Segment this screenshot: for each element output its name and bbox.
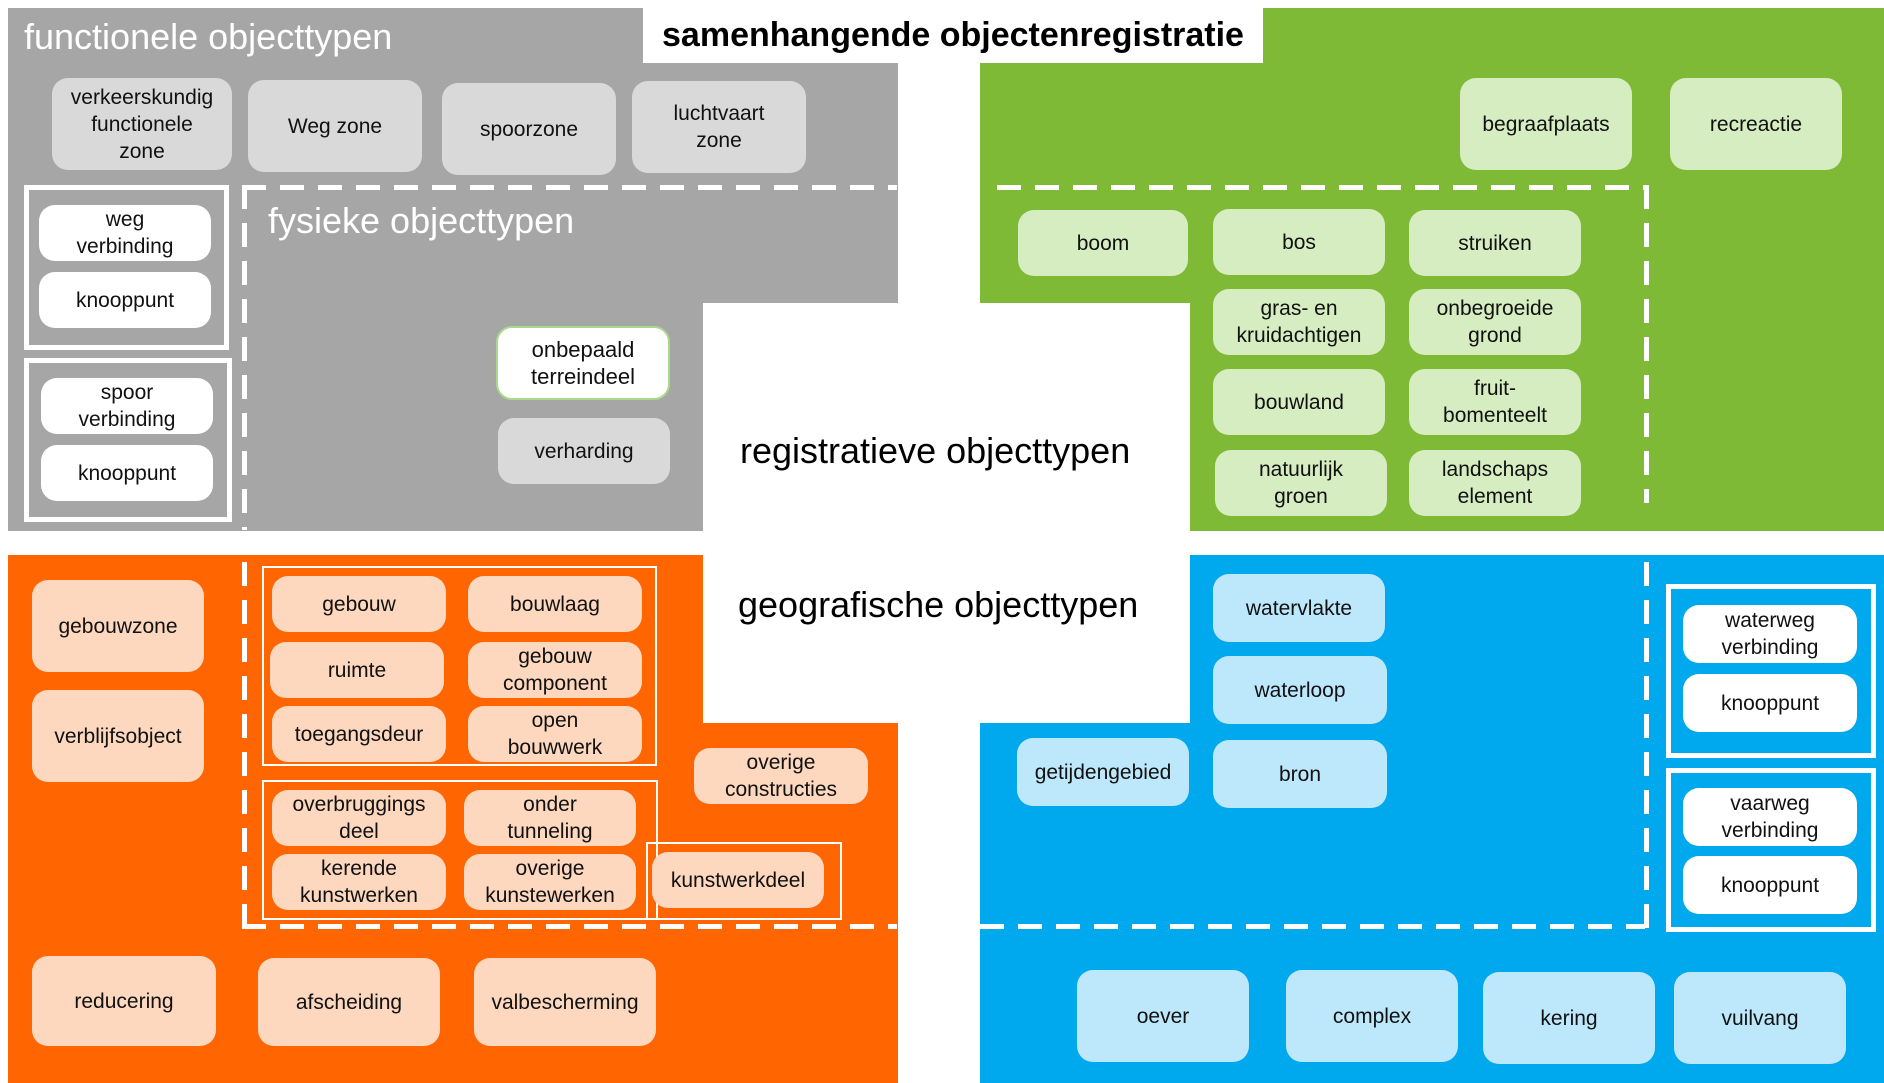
begraafplaats-box: begraafplaats (1460, 78, 1632, 170)
spoor-knooppunt-box: knooppunt (41, 445, 213, 501)
landschaps-element-box: landschaps element (1409, 450, 1581, 516)
verkeerskundig-zone-box: verkeerskundig functionele zone (52, 78, 232, 170)
bos-box: bos (1213, 209, 1385, 275)
weg-verbinding-box: weg verbinding (39, 205, 211, 261)
waterweg-network-frame (1666, 584, 1876, 758)
verblijfsobject-box: verblijfsobject (32, 690, 204, 782)
afscheiding-box: afscheiding (258, 958, 440, 1046)
onder-tunneling-box: onder tunneling (464, 790, 636, 846)
physical-boundary-right-top (1644, 185, 1649, 503)
spoorzone-box: spoorzone (442, 83, 616, 175)
waterloop-box: waterloop (1213, 656, 1387, 724)
gebouw-box: gebouw (272, 576, 446, 632)
waterweg-verbinding-box: waterweg verbinding (1683, 605, 1857, 663)
weg-network-frame (24, 185, 229, 350)
overige-constructies-box: overige constructies (694, 748, 868, 804)
luchtvaart-zone-box: luchtvaart zone (632, 81, 806, 173)
vuilvang-box: vuilvang (1674, 972, 1846, 1064)
waterweg-knooppunt-box: knooppunt (1683, 674, 1857, 732)
overige-kunstewerken-box: overige kunstewerken (464, 854, 636, 910)
kerende-kunstwerken-box: kerende kunstwerken (272, 854, 446, 910)
weg-knooppunt-box: knooppunt (39, 272, 211, 328)
oever-box: oever (1077, 970, 1249, 1062)
bouwland-box: bouwland (1213, 369, 1385, 435)
vaarweg-knooppunt-box: knooppunt (1683, 856, 1857, 914)
complex-box: complex (1286, 970, 1458, 1062)
geografische-label: geografische objecttypen (738, 584, 1139, 625)
struiken-box: struiken (1409, 210, 1581, 276)
gebouw-component-box: gebouw component (468, 642, 642, 698)
reducering-box: reducering (32, 956, 216, 1046)
recreactie-box: recreactie (1670, 78, 1842, 170)
overbruggingsdeel-box: overbruggings deel (272, 790, 446, 846)
diagram-title: samenhangende objectenregistratie (643, 8, 1263, 63)
weg-zone-box: Weg zone (248, 80, 422, 172)
boom-box: boom (1018, 210, 1188, 276)
physical-heading: fysieke objecttypen (268, 200, 575, 241)
functional-heading: functionele objecttypen (24, 16, 393, 57)
bouwlaag-box: bouwlaag (468, 576, 642, 632)
fruit-bomenteelt-box: fruit- bomenteelt (1409, 369, 1581, 435)
physical-boundary-bottom-left (242, 924, 897, 929)
onbegroeide-grond-box: onbegroeide grond (1409, 289, 1581, 355)
physical-boundary-top-left (242, 185, 897, 190)
open-bouwwerk-box: open bouwwerk (468, 706, 642, 762)
kunstwerk-group-frame (262, 780, 658, 920)
ruimte-box: ruimte (270, 642, 444, 698)
bron-box: bron (1213, 740, 1387, 808)
kunstwerkdeel-box: kunstwerkdeel (652, 852, 824, 908)
physical-boundary-left-top (242, 185, 247, 530)
kering-box: kering (1483, 972, 1655, 1064)
spoor-verbinding-box: spoor verbinding (41, 378, 213, 434)
gras-kruidachtigen-box: gras- en kruidachtigen (1213, 289, 1385, 355)
getijdengebied-box: getijdengebied (1017, 738, 1189, 806)
toegangsdeur-box: toegangsdeur (272, 706, 446, 762)
registratieve-label: registratieve objecttypen (740, 430, 1131, 471)
spoor-network-frame (24, 358, 232, 522)
kunstwerkdeel-frame (646, 842, 842, 920)
physical-boundary-bottom-right (980, 924, 1645, 929)
gebouwzone-box: gebouwzone (32, 580, 204, 672)
verharding-box: verharding (498, 418, 670, 484)
physical-boundary-top-right (997, 185, 1649, 190)
natuurlijk-groen-box: natuurlijk groen (1215, 450, 1387, 516)
physical-boundary-right-bottom (1644, 562, 1649, 928)
physical-boundary-left-bottom (242, 562, 247, 928)
vaarweg-verbinding-box: vaarweg verbinding (1683, 788, 1857, 846)
valbescherming-box: valbescherming (474, 958, 656, 1046)
gebouw-group-frame (262, 566, 657, 766)
watervlakte-box: watervlakte (1213, 574, 1385, 642)
vaarweg-network-frame (1666, 768, 1876, 932)
onbepaald-terreindeel-box: onbepaald terreindeel (496, 326, 670, 400)
